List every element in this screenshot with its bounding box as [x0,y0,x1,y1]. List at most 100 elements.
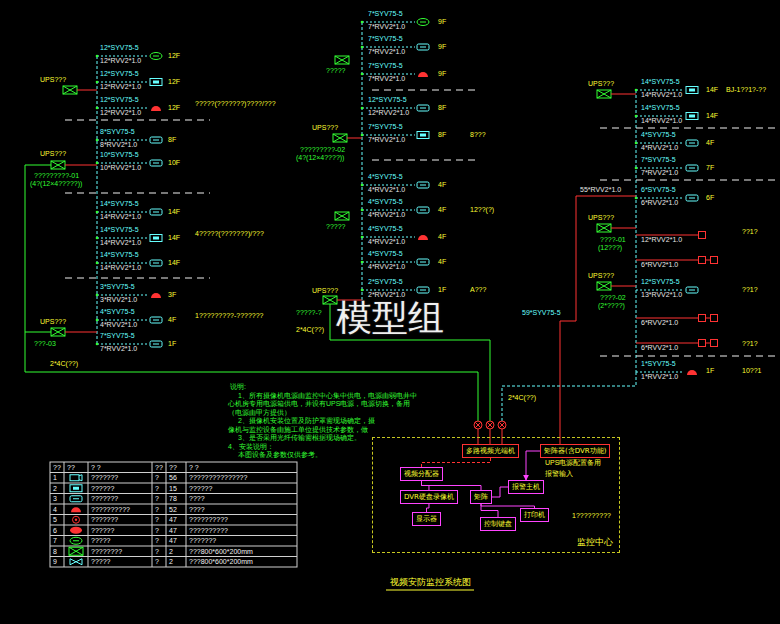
device-symbol [51,161,65,169]
power-box-symbol [69,547,83,555]
cable-label: 4*RVV2*1.0 [368,211,405,219]
cable-label: 7*RVV2*1.0 [100,345,137,353]
cable-label: 7*RVV2*1.0 [368,75,405,83]
device-symbol [335,56,349,64]
device-symbol [151,106,161,111]
camera-cable [97,140,148,141]
camera-cable [362,22,415,23]
cable-label: 7*RVV2*1.0 [368,23,405,31]
cable-label: 14*SYV75-5 [100,200,139,208]
camera-cable [636,290,684,291]
device-symbol [150,53,162,60]
floor-separator [372,160,480,161]
floor-label: 14F [706,86,718,94]
table-rule [50,535,297,536]
equipment-note: 6*RVV2*1.0 [641,261,678,269]
alarm-detector-symbol [699,257,706,264]
alarm-cable [706,260,711,261]
equipment-note: BJ-1??1?-?? [726,86,766,94]
floor-separator [600,128,778,129]
table-cell: 6 [53,527,57,535]
table-cell: ?????????? [189,516,228,524]
cable-label: 14*SYV75-5 [641,78,680,86]
equipment-note: ??1? [742,340,758,348]
cabinet-symbol [70,559,82,565]
box-label: 矩阵 [474,493,488,501]
camera-symbol [153,56,159,57]
camera-symbol [417,182,429,188]
camera-symbol [686,195,698,201]
cable-label: 12*SYV75-5 [100,44,139,52]
table-cell: 4 [53,506,57,514]
table-header: ? ? [189,464,199,472]
table-rule [50,556,297,557]
device-symbol [686,140,698,146]
equipment-note: ?????(???????)????/??? [195,100,276,108]
equipment-note: 2*4C(??) [508,394,536,402]
device-symbol [335,212,349,220]
dome-camera-symbol [418,72,428,77]
alarm-detector-symbol [711,257,718,264]
table-cell: ???????? [91,548,122,556]
camera-symbol [420,185,426,186]
alarm-cable [636,343,698,344]
camera-symbol [150,160,162,166]
cable-label: 7*RVV2*1.0 [368,48,405,56]
camera-cable [97,263,148,264]
camera-symbol [70,485,82,492]
alarm-detector-symbol [711,340,718,347]
floor-separator [65,120,210,121]
table-cell: ? [155,485,159,493]
note-text: 说明: [230,383,246,391]
equipment-note: UPS??? [312,287,338,295]
signal-line [422,458,491,467]
table-cell: ??????? [189,537,216,545]
equipment-note: (4?(12×4?????)) [30,180,82,188]
table-border [50,462,297,567]
trunk-cable [25,165,478,421]
box-label: 报警主机 [512,483,540,491]
power-box-symbol [63,86,77,94]
junction-dot [96,237,99,240]
fiber-terminal [474,421,482,429]
table-rule [186,462,187,567]
table-cell: ???800*600*200mm [189,548,253,556]
cable-bus [362,22,363,300]
camera-symbol [70,537,82,544]
table-cell: ??????? [91,516,118,524]
table-cell: ?????? [91,485,114,493]
cable-label: 14*SYV75-5 [100,226,139,234]
table-cell: 47 [169,527,177,535]
equipment-note: ?????????-01 [34,172,79,180]
device-symbol [686,165,698,171]
table-header: ?? [155,464,163,472]
device-symbol [686,87,698,94]
cable-label: 4*SYV75-5 [368,250,403,258]
equipment-box: 控制键盘 [480,517,516,531]
table-cell: ? [155,548,159,556]
device-symbol [699,315,706,322]
floor-label: 9F [438,43,446,51]
table-cell: 5 [53,516,57,524]
junction-dot [96,107,99,110]
camera-cable [362,135,415,136]
table-cell: 7 [53,537,57,545]
table-cell: 2 [169,548,173,556]
cable-label: 10*SYV75-5 [100,151,139,159]
power-box-symbol [51,161,65,169]
junction-dot [635,142,638,145]
cable-label: 14*RVV2*1.0 [641,117,682,125]
device-symbol [71,507,81,512]
power-cable [65,332,97,333]
equipment-note: UPS??? [40,76,66,84]
equipment-note: ????-02 [600,294,626,302]
equipment-note: ????? [326,67,345,75]
power-box-symbol [335,56,349,64]
table-cell: ??????? [91,495,118,503]
equipment-note: (12???) [598,244,622,252]
junction-dot [96,262,99,265]
junction-dot [361,46,364,49]
cable-label: 14*SYV75-5 [100,251,139,259]
drawing-layer [25,19,778,591]
junction-dot [96,162,99,165]
